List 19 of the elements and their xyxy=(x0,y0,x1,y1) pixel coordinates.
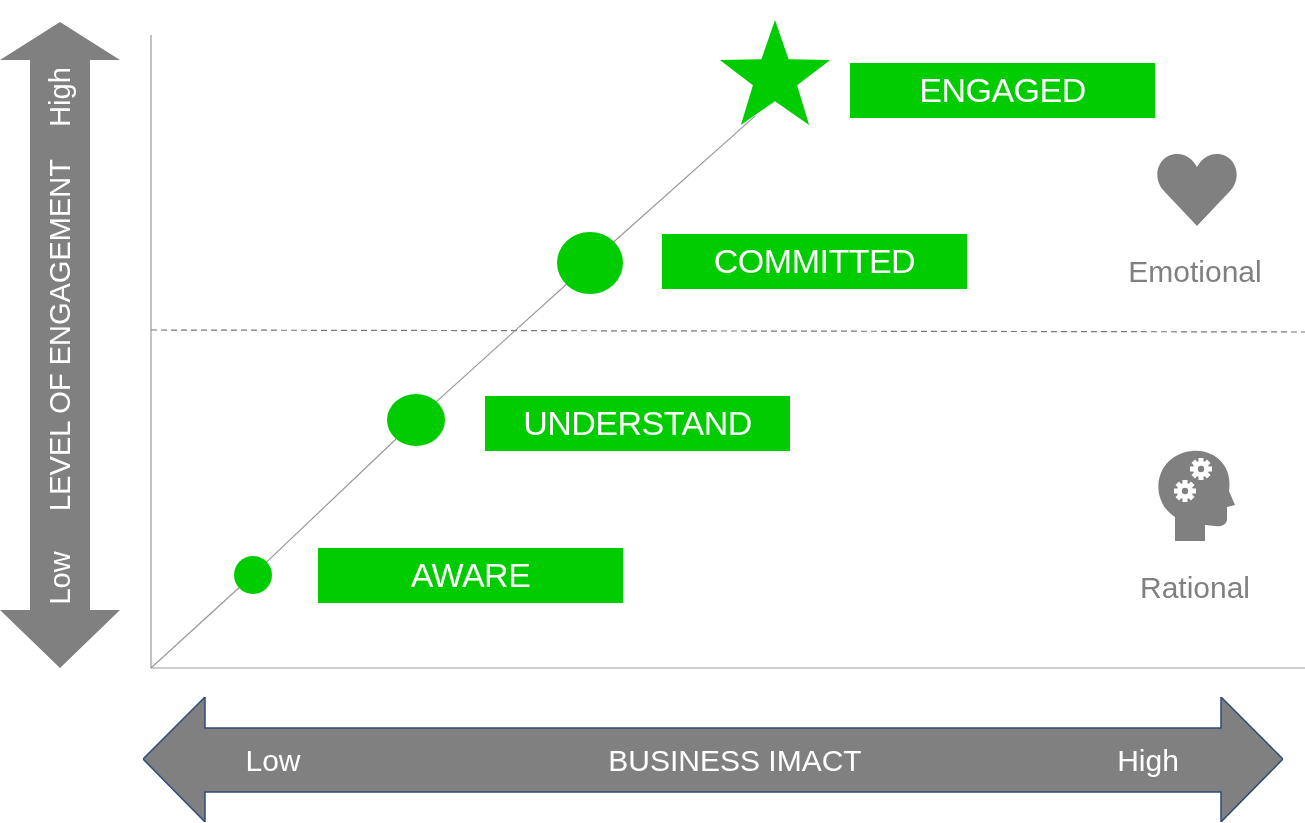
axis-title: LEVEL OF ENGAGEMENT xyxy=(43,159,77,511)
milestone-dot xyxy=(557,230,623,296)
milestone-dot xyxy=(234,556,272,594)
trend-line xyxy=(266,438,397,563)
axis-end-label: Low xyxy=(43,551,77,605)
axis-end-label: Low xyxy=(245,744,301,778)
stage-label: ENGAGED xyxy=(850,63,1155,118)
trend-line xyxy=(435,283,567,403)
stage-label: AWARE xyxy=(318,548,623,603)
stage-label: COMMITTED xyxy=(662,234,967,289)
axis-end-label: High xyxy=(43,67,77,127)
axis-end-label: High xyxy=(1117,744,1179,778)
stage-label: UNDERSTAND xyxy=(485,396,790,451)
milestone-dot xyxy=(387,391,445,449)
trend-line xyxy=(150,587,240,669)
trend-line xyxy=(613,115,757,243)
category-label: Rational xyxy=(1139,571,1251,605)
axis-title: BUSINESS IMACT xyxy=(608,744,862,778)
category-label: Emotional xyxy=(1128,255,1262,289)
